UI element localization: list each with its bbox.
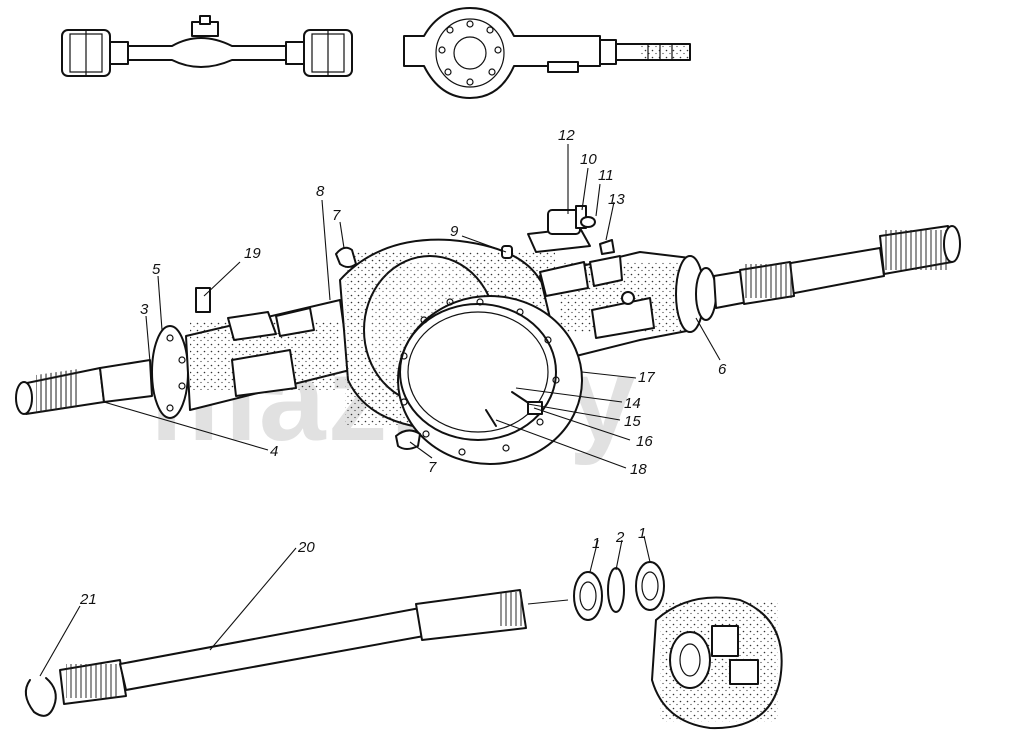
callout-3: 3: [140, 301, 149, 318]
differential-carrier: [651, 596, 783, 730]
callout-18: 18: [630, 461, 647, 478]
callout-8: 8: [316, 183, 325, 200]
half-shaft: [59, 589, 569, 705]
callout-1b: 1: [638, 525, 646, 542]
callout-7b: 7: [428, 459, 437, 476]
axle-top-view: [61, 15, 353, 77]
callout-15: 15: [624, 413, 641, 430]
lock-ring: [24, 677, 57, 717]
callout-10: 10: [580, 151, 597, 168]
callout-21: 21: [79, 591, 97, 608]
callout-7a: 7: [332, 207, 341, 224]
callout-17: 17: [638, 369, 655, 386]
callout-12: 12: [558, 127, 575, 144]
callout-19: 19: [244, 245, 261, 262]
callout-16: 16: [636, 433, 653, 450]
callout-4: 4: [270, 443, 278, 460]
callout-5: 5: [152, 261, 161, 278]
callout-20: 20: [297, 539, 315, 556]
gear-set: [573, 561, 665, 621]
cover-ring: [397, 295, 583, 465]
callout-9: 9: [450, 223, 459, 240]
callout-14: 14: [624, 395, 641, 412]
leader-lines: [39, 144, 721, 677]
callout-13: 13: [608, 191, 625, 208]
callout-2: 2: [615, 529, 625, 546]
callout-11: 11: [598, 167, 614, 184]
callout-6: 6: [718, 361, 727, 378]
housing-side-view: [403, 7, 691, 99]
callout-1a: 1: [592, 535, 600, 552]
callout-labels: 1 1 2 3 4 5 6 7 7 8 9 10 11 12 13 14 15 …: [79, 127, 727, 608]
